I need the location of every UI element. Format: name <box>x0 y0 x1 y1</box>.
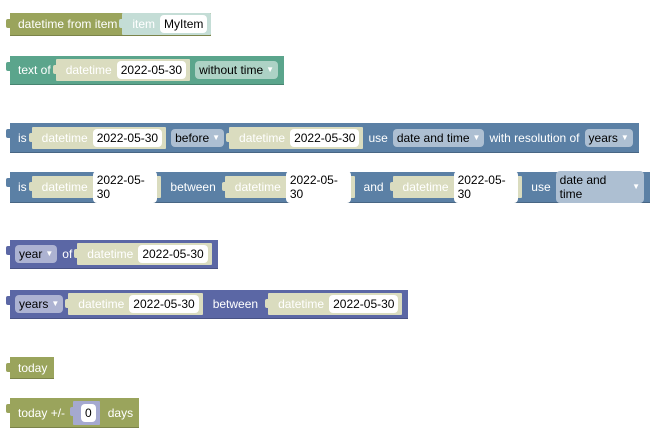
dropdown-value: without time <box>199 63 264 77</box>
input-label: datetime <box>41 180 88 194</box>
input-label: datetime <box>234 180 281 194</box>
input-label: datetime <box>78 297 125 311</box>
use-label: use <box>368 130 388 145</box>
datetime-input[interactable]: datetime 2022-05-30 <box>65 293 203 315</box>
datetime-input[interactable]: datetime 2022-05-30 <box>52 59 191 81</box>
date-between-block[interactable]: is datetime 2022-05-30 between datetime 20… <box>6 171 650 203</box>
mode-dropdown[interactable]: date and time▼ <box>392 128 485 147</box>
of-label: of <box>62 247 73 261</box>
date-field[interactable]: 2022-05-30 <box>329 295 399 313</box>
datetime-input[interactable]: datetime 2022-05-30 <box>28 126 167 149</box>
chevron-down-icon: ▼ <box>472 132 481 142</box>
chevron-down-icon: ▼ <box>620 132 629 142</box>
block-label: today +/- <box>18 405 66 420</box>
chevron-down-icon: ▼ <box>212 132 221 142</box>
format-dropdown[interactable]: without time▼ <box>195 61 279 79</box>
mode-dropdown[interactable]: date and time ▼ <box>555 171 645 203</box>
unit-dropdown[interactable]: years▼ <box>15 295 64 313</box>
block-label: today <box>18 360 48 375</box>
resolution-label: with resolution of <box>489 130 580 145</box>
input-label: datetime <box>239 130 286 145</box>
block-label: text of <box>18 63 51 77</box>
date-field[interactable]: 2022-05-30 <box>92 171 158 203</box>
input-label: datetime <box>278 297 325 311</box>
input-label: datetime <box>41 130 88 145</box>
dropdown-value: date and time <box>559 173 607 201</box>
block-label: is <box>18 180 27 194</box>
datetime-input[interactable]: datetime 2022-05-30 <box>226 126 364 149</box>
comparison-dropdown[interactable]: before▼ <box>171 128 225 147</box>
dropdown-value: year <box>19 247 43 261</box>
today-block[interactable]: today <box>6 357 54 379</box>
today-offset-block[interactable]: today +/- 0 days <box>5 398 140 428</box>
chevron-down-icon: ▼ <box>266 65 275 74</box>
dropdown-value: years <box>588 130 618 145</box>
date-part-block[interactable]: year▼ of datetime 2022-05-30 <box>6 240 218 269</box>
dropdown-value: date and time <box>396 130 470 145</box>
date-difference-block[interactable]: years▼ datetime 2022-05-30 between dateti… <box>5 290 409 319</box>
datetime-from-item-block[interactable]: datetime from item item MyItem <box>5 13 212 36</box>
use-label: use <box>531 180 551 194</box>
input-label: datetime <box>65 63 112 77</box>
text-of-block[interactable]: text of datetime 2022-05-30 without time… <box>5 56 285 85</box>
dropdown-value: before <box>175 130 210 145</box>
chevron-down-icon: ▼ <box>632 182 641 191</box>
days-offset-field[interactable]: 0 <box>81 403 96 422</box>
block-label: is <box>18 130 27 145</box>
date-field[interactable]: 2022-05-30 <box>290 128 360 147</box>
chevron-down-icon: ▼ <box>51 299 60 308</box>
datetime-input[interactable]: datetime 2022-05-30 <box>265 293 403 315</box>
item-input[interactable]: item MyItem <box>119 13 212 35</box>
date-field[interactable]: 2022-05-30 <box>116 61 187 79</box>
between-label: between <box>212 297 259 311</box>
datetime-input[interactable]: datetime 2022-05-30 <box>74 243 212 265</box>
unit-dropdown[interactable]: year▼ <box>15 245 58 263</box>
and-label: and <box>363 180 384 194</box>
datetime-input[interactable]: datetime 2022-05-30 <box>221 171 355 203</box>
datetime-input[interactable]: datetime 2022-05-30 <box>28 171 162 203</box>
datetime-input[interactable]: datetime 2022-05-30 <box>389 171 523 203</box>
date-field[interactable]: 2022-05-30 <box>129 295 199 313</box>
date-field[interactable]: 2022-05-30 <box>138 245 208 263</box>
chevron-down-icon: ▼ <box>45 249 54 258</box>
input-label: datetime <box>402 180 449 194</box>
days-label: days <box>107 405 134 420</box>
date-field[interactable]: 2022-05-30 <box>285 171 351 203</box>
input-label: item <box>132 17 156 31</box>
resolution-dropdown[interactable]: years▼ <box>584 128 633 147</box>
number-input[interactable]: 0 <box>70 400 100 425</box>
date-field[interactable]: 2022-05-30 <box>92 128 163 147</box>
input-label: datetime <box>87 247 134 261</box>
block-label: datetime from item <box>18 17 118 31</box>
dropdown-value: years <box>19 297 49 311</box>
between-label: between <box>170 180 216 194</box>
item-name-field[interactable]: MyItem <box>160 15 208 33</box>
date-field[interactable]: 2022-05-30 <box>453 171 519 203</box>
